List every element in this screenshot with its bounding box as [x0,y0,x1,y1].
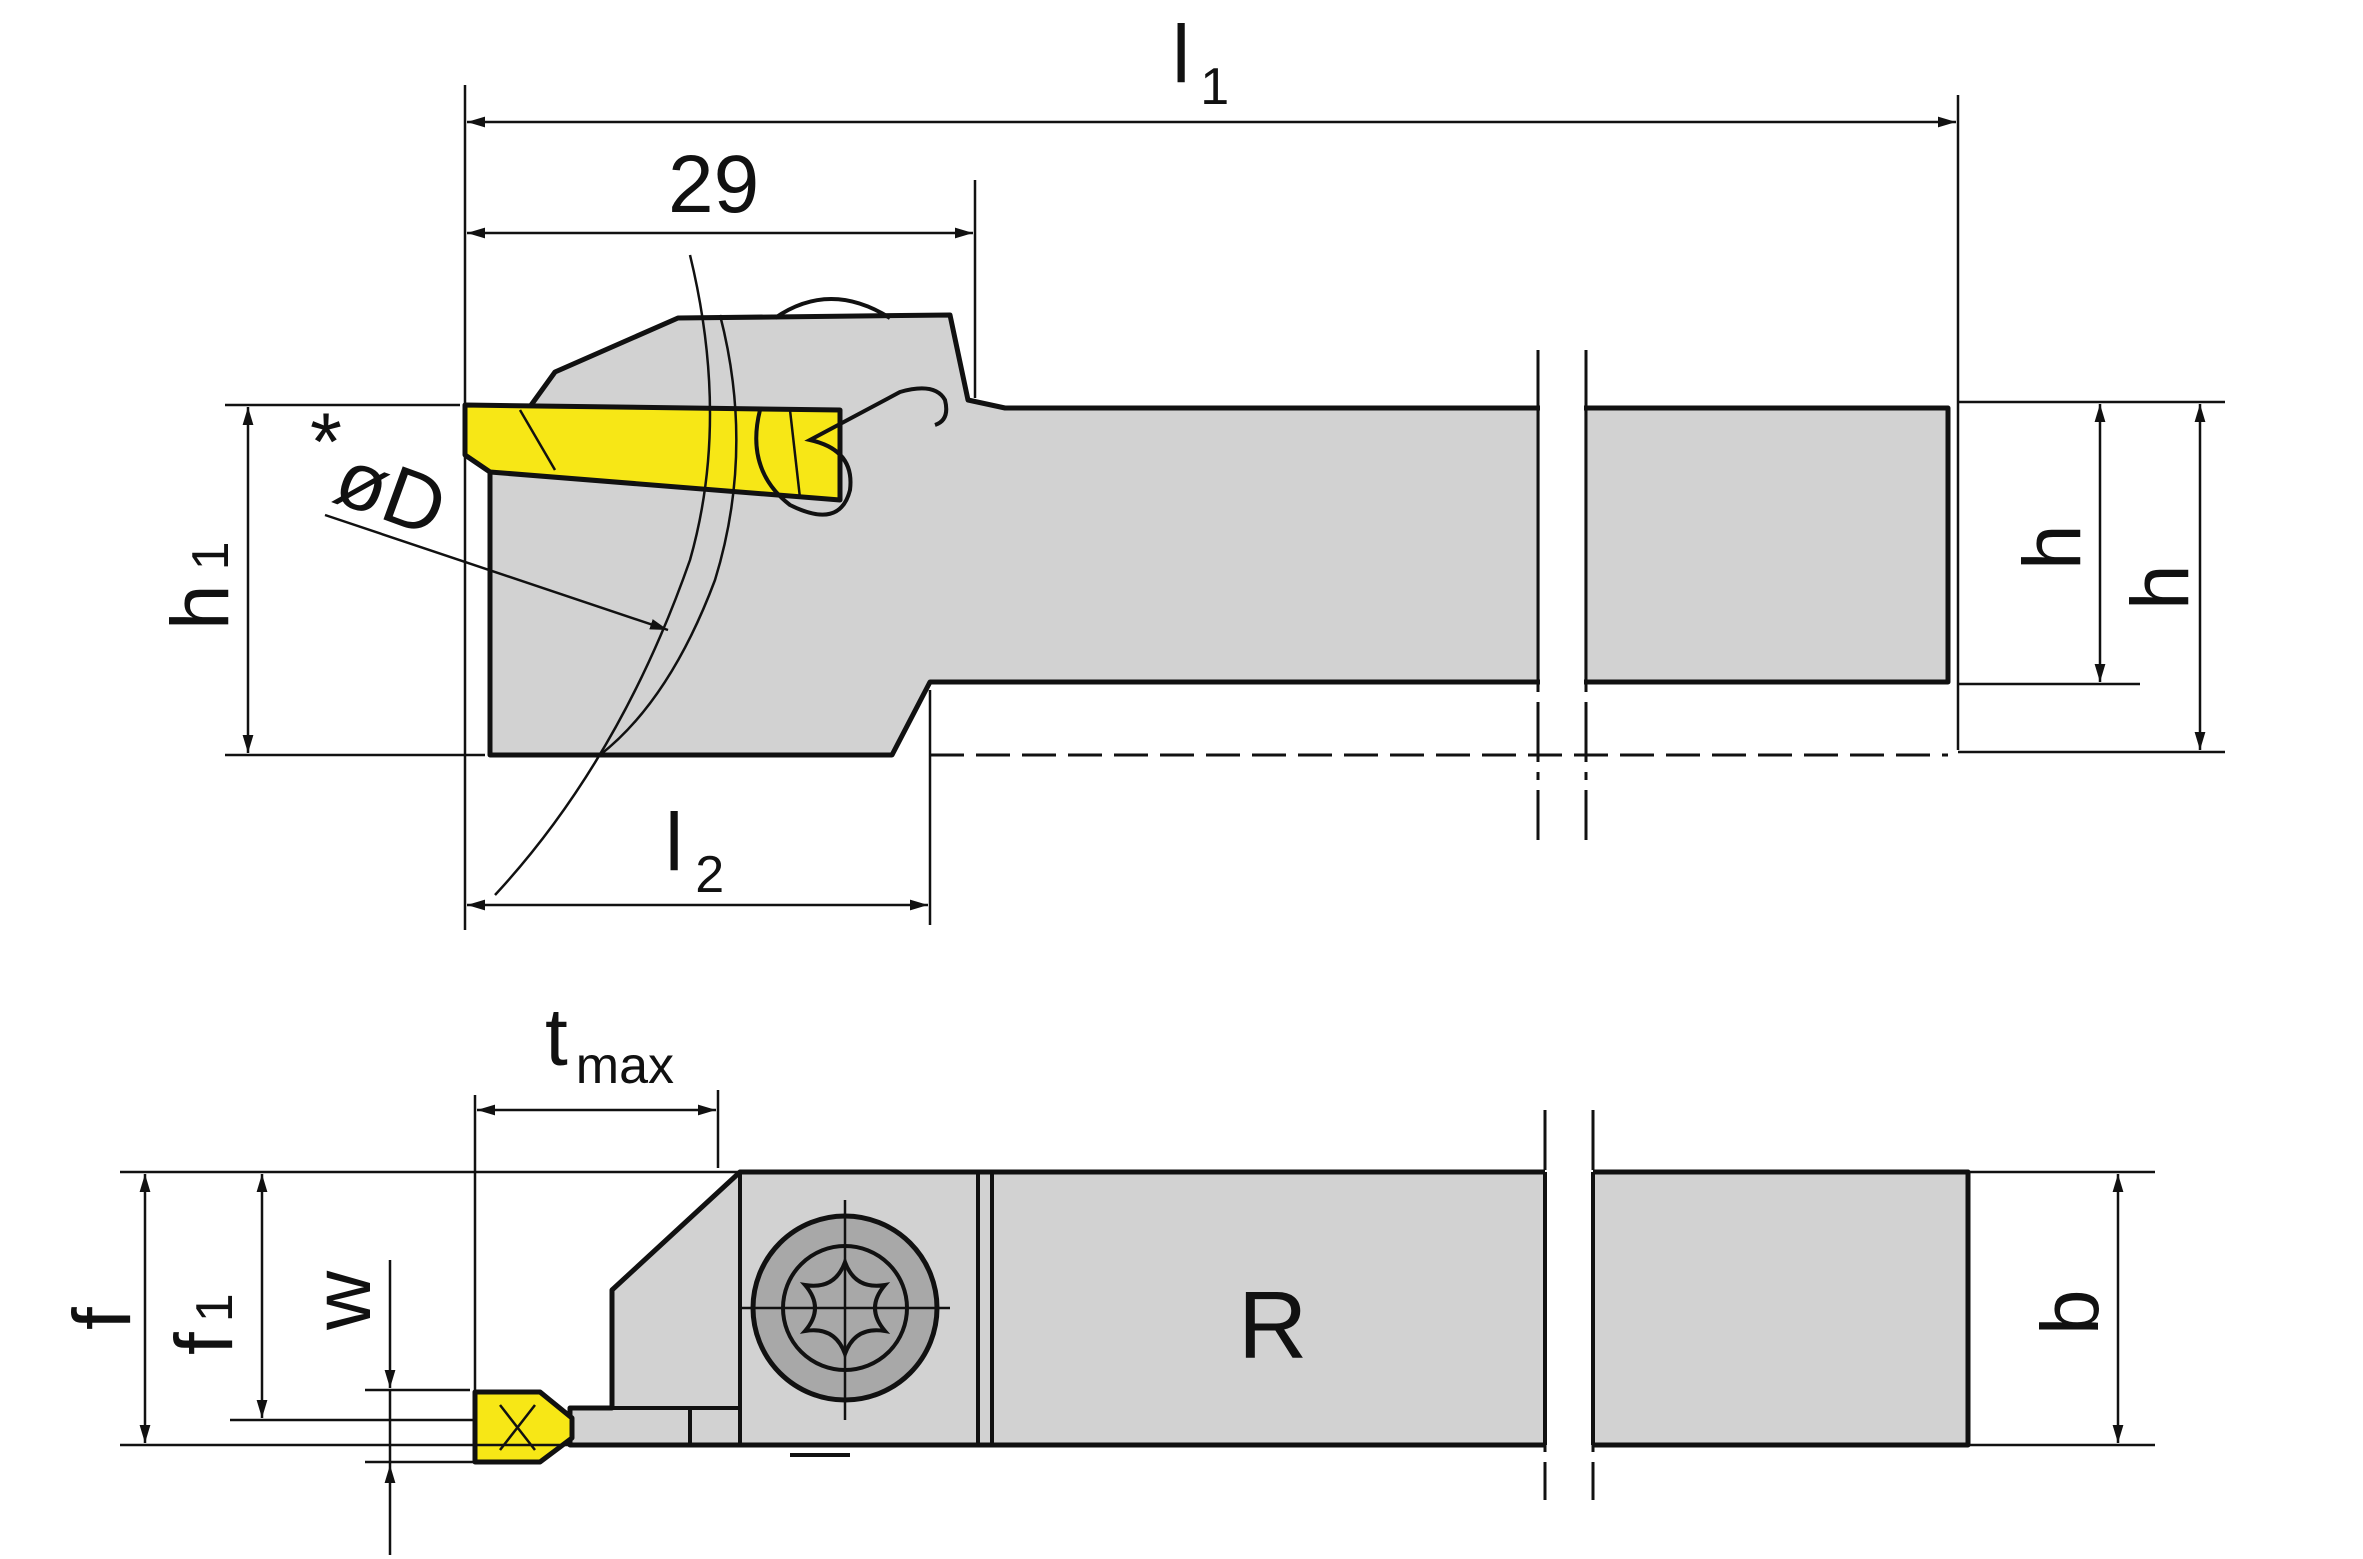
side-view-clamp-screw [773,297,892,320]
label-29: 29 [668,139,759,230]
label-w: w [297,1270,388,1331]
top-view-insert [472,1389,575,1465]
label-h-inner: h [2007,524,2098,570]
label-h1: h1 [155,541,246,630]
label-f: f [57,1307,148,1330]
side-view-cutting-circle [494,254,712,896]
label-hand-r: R [1238,1272,1307,1379]
label-f1: f1 [159,1293,250,1355]
top-view-torx-screw [740,1200,950,1420]
top-view [472,1110,1971,1500]
side-view-clamp-spring [754,386,949,517]
label-b: b [2025,1289,2116,1335]
label-h-outer: h [2115,564,2206,610]
leader-line-od [324,513,669,632]
side-view-dimensions [225,85,2225,930]
top-view-dimensions [120,1090,2155,1555]
side-view [462,254,1951,896]
label-star: * [310,397,342,488]
label-od: øD [324,431,458,554]
